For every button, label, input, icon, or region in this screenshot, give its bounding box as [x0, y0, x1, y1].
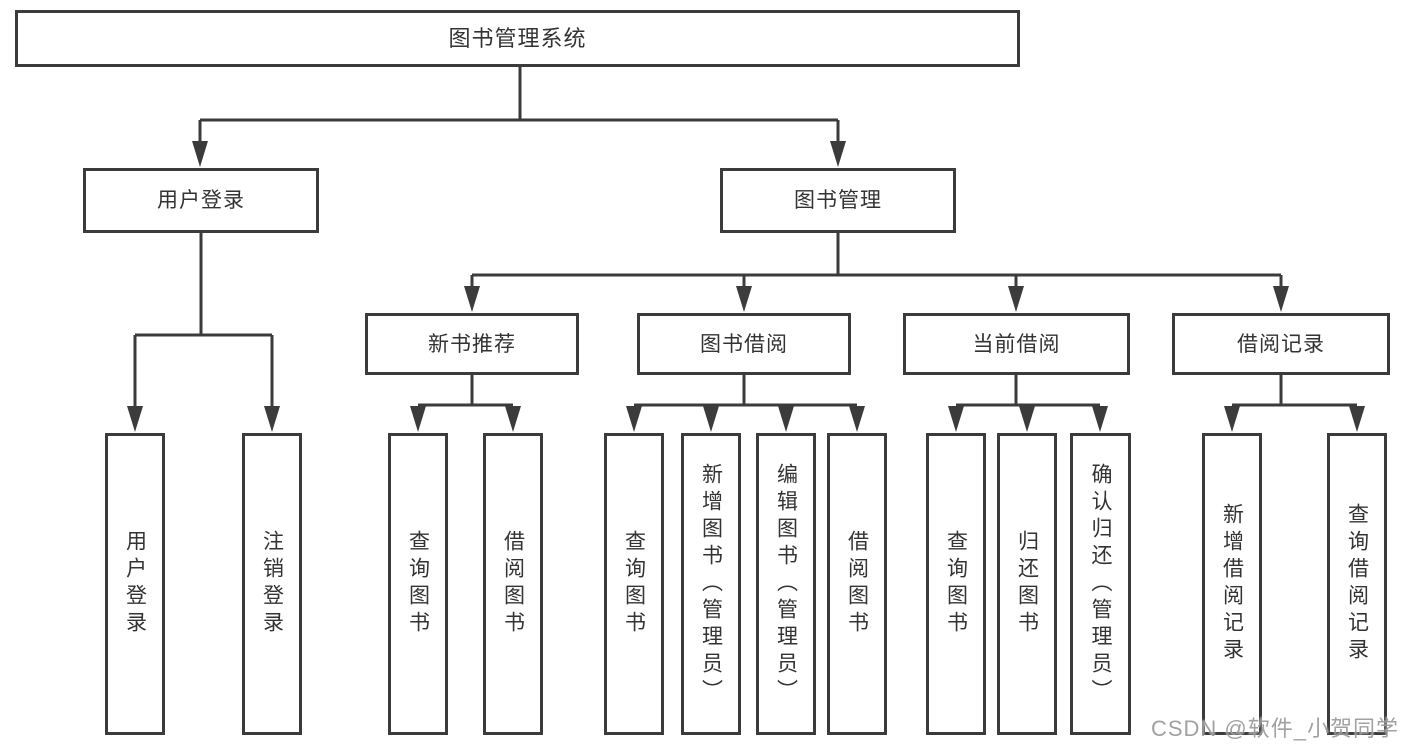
arrow-icon	[505, 406, 521, 432]
arrow-icon	[1008, 286, 1024, 312]
connector-new-book-to-leaves	[418, 375, 513, 407]
arrow-icon	[1349, 406, 1365, 432]
node-new-book-recommendation: 新书推荐	[365, 313, 579, 375]
node-current-borrowing: 当前借阅	[903, 313, 1130, 375]
leaf-query-books-current: 查询图书	[926, 433, 986, 735]
connector-borrow-record-to-leaves	[1232, 375, 1357, 407]
leaf-borrow-books: 借阅图书	[827, 433, 887, 735]
connector-book-borrow-to-leaves	[634, 375, 857, 407]
leaf-query-books-borrow: 查询图书	[604, 433, 664, 735]
watermark-csdn: CSDN @软件_小贺同学	[1150, 716, 1399, 741]
leaf-confirm-return-admin: 确认归还（管理员）	[1070, 433, 1131, 735]
leaf-borrow-books-recommend: 借阅图书	[483, 433, 543, 735]
leaf-edit-books-admin: 编辑图书（管理员）	[756, 433, 816, 735]
connector-root-to-level2	[198, 67, 840, 145]
arrow-icon	[626, 406, 642, 432]
leaf-return-books: 归还图书	[997, 433, 1057, 735]
arrow-icon	[948, 406, 964, 432]
arrow-icon	[1092, 406, 1108, 432]
arrow-icon	[192, 141, 208, 167]
node-library-management-system: 图书管理系统	[15, 10, 1020, 67]
leaf-add-books-admin: 新增图书（管理员）	[681, 433, 741, 735]
arrow-icon	[1273, 286, 1289, 312]
connector-book-mgmt-to-level3	[470, 233, 1283, 290]
arrow-icon	[736, 286, 752, 312]
connector-current-borrow-to-leaves	[956, 375, 1100, 407]
node-user-login: 用户登录	[83, 168, 319, 233]
connector-user-login-to-leaves	[133, 233, 274, 410]
node-book-management: 图书管理	[720, 168, 956, 233]
arrow-icon	[410, 406, 426, 432]
node-book-borrowing: 图书借阅	[637, 313, 851, 375]
leaf-user-login: 用户登录	[105, 433, 165, 735]
arrow-icon	[703, 406, 719, 432]
arrow-icon	[778, 406, 794, 432]
arrow-icon	[1019, 406, 1035, 432]
arrow-icon	[127, 406, 143, 432]
arrow-icon	[849, 406, 865, 432]
leaf-query-books-recommend: 查询图书	[388, 433, 448, 735]
arrow-icon	[830, 141, 846, 167]
leaf-add-borrow-record: 新增借阅记录	[1202, 433, 1262, 735]
arrow-icon	[1224, 406, 1240, 432]
node-borrowing-records: 借阅记录	[1172, 313, 1390, 375]
arrow-icon	[264, 406, 280, 432]
leaf-query-borrow-record: 查询借阅记录	[1327, 433, 1387, 735]
arrow-icon	[464, 286, 480, 312]
leaf-logout-login: 注销登录	[242, 433, 302, 735]
